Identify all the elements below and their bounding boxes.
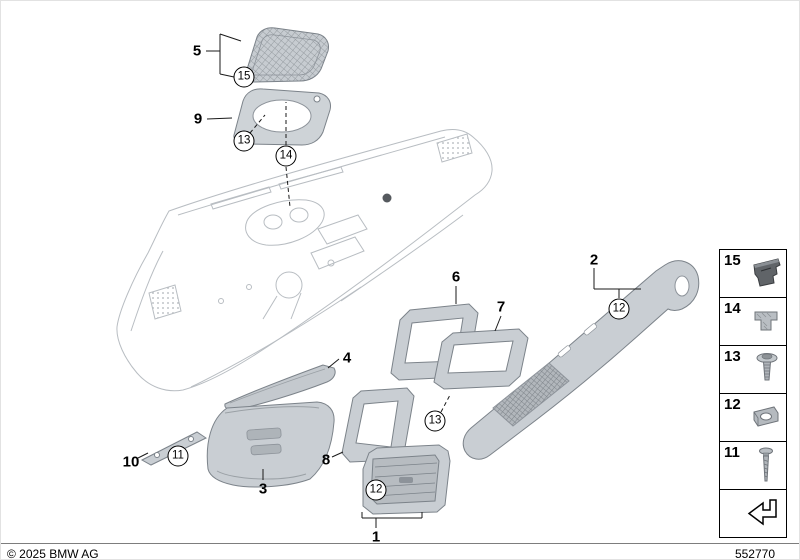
callout-13-b[interactable]: 13 [424,410,446,432]
legend-number: 11 [724,444,740,461]
part-label-7[interactable]: 7 [496,298,506,316]
part-label-2[interactable]: 2 [589,251,599,269]
part-label-4[interactable]: 4 [342,349,352,367]
callout-11[interactable]: 11 [167,445,189,467]
part-label-5[interactable]: 5 [192,42,202,60]
legend-item-12[interactable]: 12 [720,394,786,442]
drawing-number: 552770 [734,547,775,560]
legend-item-15[interactable]: 15 [720,250,786,298]
part-8-center-carrier-frame[interactable] [341,387,415,463]
screw-axis-lines [249,102,451,413]
torx-screw-icon [756,353,778,381]
callout-12-a[interactable]: 12 [608,298,630,320]
part-label-6[interactable]: 6 [451,268,461,286]
legend-item-13[interactable]: 13 [720,346,786,394]
legend-item-11[interactable]: 11 [720,442,786,490]
part-label-9[interactable]: 9 [193,110,203,128]
callout-12-b[interactable]: 12 [365,479,387,501]
part-5-speaker-cover[interactable] [243,27,329,83]
part-7-carrier-frame[interactable] [433,328,529,390]
part-1-air-vent[interactable] [362,444,451,515]
legend-number: 13 [724,348,741,365]
part-label-8[interactable]: 8 [321,451,331,469]
callout-15[interactable]: 15 [233,66,255,88]
part-label-10[interactable]: 10 [122,453,140,471]
part-label-1[interactable]: 1 [371,528,381,546]
clip-nut-icon [753,406,779,427]
leader-lines [137,33,641,528]
legend-item-14[interactable]: 14 [720,298,786,346]
part-label-3[interactable]: 3 [258,480,268,498]
callout-13-a[interactable]: 13 [233,130,255,152]
legend-number: 15 [724,252,741,269]
footer-divider [1,543,799,544]
fastener-legend: 15 14 13 12 [719,249,787,538]
part-3-lower-trim-panel[interactable] [206,401,335,488]
instrument-panel-body [116,128,493,392]
spring-clip-icon [754,311,778,331]
legend-number: 12 [724,396,741,413]
legend-number: 14 [724,300,741,317]
viewing-direction-arrow-icon [747,499,777,526]
callout-14[interactable]: 14 [275,145,297,167]
retaining-clip-icon [753,258,781,287]
self-tapping-screw-icon [759,447,773,482]
copyright-text: © 2025 BMW AG [7,547,99,560]
legend-item-direction[interactable] [720,490,786,537]
